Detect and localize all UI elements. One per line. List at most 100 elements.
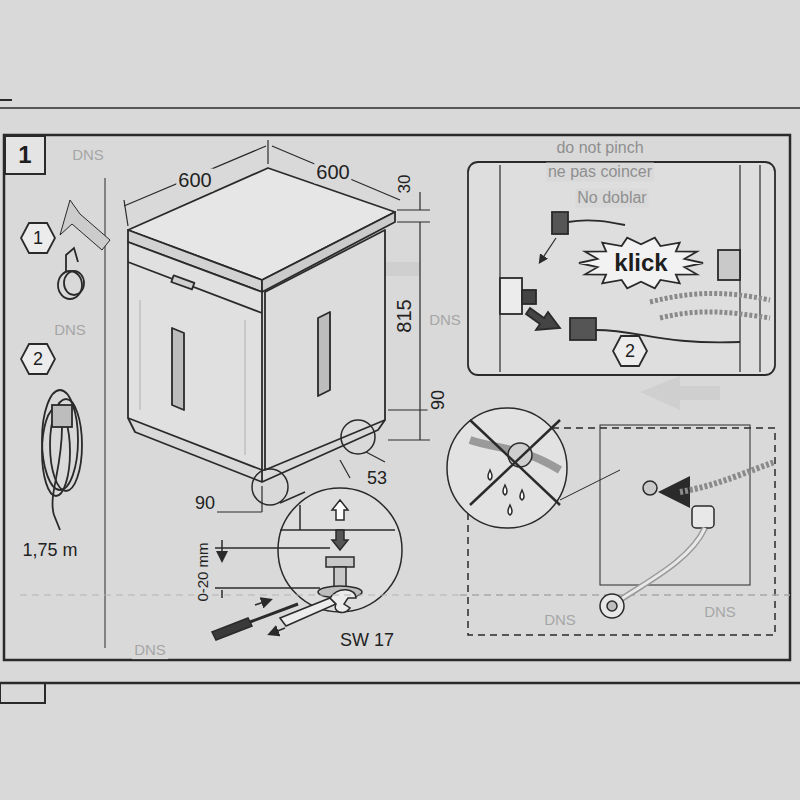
dimension-label: 0-20 mm — [194, 540, 212, 603]
step-number-box: 1 — [4, 135, 46, 175]
callout-number: 1 — [33, 229, 43, 247]
drawing-part — [397, 221, 430, 222]
watermark: DNS — [132, 641, 168, 659]
callout-hexagon: 1 — [20, 222, 56, 254]
drawing-part — [215, 587, 320, 589]
drawing-part — [650, 293, 770, 302]
drawing-part — [0, 99, 12, 101]
drawing-part — [520, 490, 524, 500]
drawing-part — [552, 212, 568, 234]
drawing-part — [488, 470, 492, 480]
drawing-part — [620, 528, 705, 600]
drawing-part — [447, 408, 567, 528]
drawing-part — [508, 505, 512, 515]
drawing-part — [128, 262, 262, 313]
dimension-label: No doblar — [575, 189, 648, 208]
drawing-part — [252, 469, 288, 505]
drawing-part — [419, 222, 420, 410]
hexagon-outline — [613, 336, 647, 366]
callout-number: 1 — [18, 143, 31, 167]
drawing-part — [60, 200, 110, 250]
drawing-part — [124, 146, 266, 206]
drawing-part — [128, 418, 385, 482]
click-text: klick — [614, 251, 667, 275]
drawing-part — [0, 683, 45, 703]
drawing-part — [326, 557, 354, 567]
drawing-part — [171, 275, 194, 289]
drawing-part — [212, 618, 252, 640]
drawing-part — [718, 250, 740, 280]
drawing-part — [221, 590, 223, 598]
drawing-part — [267, 140, 268, 164]
drawing-part — [0, 107, 800, 109]
watermark: DNS — [702, 603, 738, 621]
drawing-part — [388, 439, 430, 440]
drawing-part — [468, 428, 775, 635]
drawing-part — [64, 271, 84, 295]
drawing-part — [600, 594, 624, 618]
adjust-arrows — [332, 500, 348, 550]
dimension-lines — [124, 140, 430, 512]
callout-number: 2 — [625, 342, 635, 360]
drawing-part — [419, 192, 420, 210]
plug-inset — [468, 162, 775, 375]
dimension-label: 1,75 m — [20, 540, 79, 561]
dimension-label: 30 — [395, 173, 415, 196]
burst-outline — [579, 238, 703, 289]
hexagon-outline — [21, 223, 55, 253]
drawing-part — [332, 530, 348, 550]
drawing-part — [692, 506, 714, 528]
dimension-label: 90 — [193, 493, 217, 514]
drawing-part — [255, 600, 270, 605]
dimension-label: 600 — [314, 161, 351, 184]
dimension-label: 600 — [176, 169, 213, 192]
drawing-part — [503, 485, 507, 495]
drawing-part — [388, 409, 430, 410]
drawing-part — [280, 598, 336, 626]
drawing-part — [318, 312, 330, 396]
dishwasher — [128, 168, 395, 482]
callout-number: 2 — [33, 350, 43, 368]
drawing-part — [397, 209, 430, 210]
drawing-part — [270, 628, 285, 634]
drawing-part — [221, 540, 223, 560]
drawing-part — [643, 481, 657, 495]
drawing-part — [620, 528, 705, 600]
drawing-part — [128, 242, 262, 470]
drawing-part — [568, 220, 625, 225]
drawing-part — [124, 200, 128, 226]
drawing-part — [4, 135, 790, 660]
drawing-part — [272, 146, 400, 200]
drawing-part — [245, 320, 246, 455]
drawing-part — [470, 420, 560, 505]
drawing-part — [42, 390, 78, 490]
drawing-part — [660, 312, 770, 318]
click-burst: klick — [578, 236, 704, 290]
drawing-part — [419, 410, 420, 440]
drawing-part — [680, 462, 775, 492]
callout-hexagon: 2 — [20, 343, 56, 375]
drawing-part — [522, 290, 536, 304]
watermark: DNS — [70, 146, 106, 164]
drawing-part — [526, 308, 560, 330]
dimension-label: do not pinch — [554, 139, 645, 158]
drawing-part — [340, 460, 350, 478]
drawing-part — [330, 590, 356, 613]
drawing-part — [66, 248, 78, 272]
drawing-part — [332, 500, 348, 520]
drawing-part — [52, 405, 72, 427]
drawing-part — [299, 505, 301, 530]
drawing-part — [759, 165, 760, 372]
drawing-part — [540, 238, 556, 262]
drawing-part — [468, 162, 775, 375]
drawing-part — [508, 443, 532, 467]
drawing-part — [607, 601, 617, 611]
watermark: DNS — [427, 311, 463, 329]
drawing-part — [640, 376, 720, 410]
drawing-part — [366, 452, 385, 462]
dimension-label: ne pas coincer — [546, 163, 654, 182]
drawing-part — [341, 420, 375, 454]
drawing-part — [570, 318, 596, 340]
drawing-part — [105, 178, 106, 648]
